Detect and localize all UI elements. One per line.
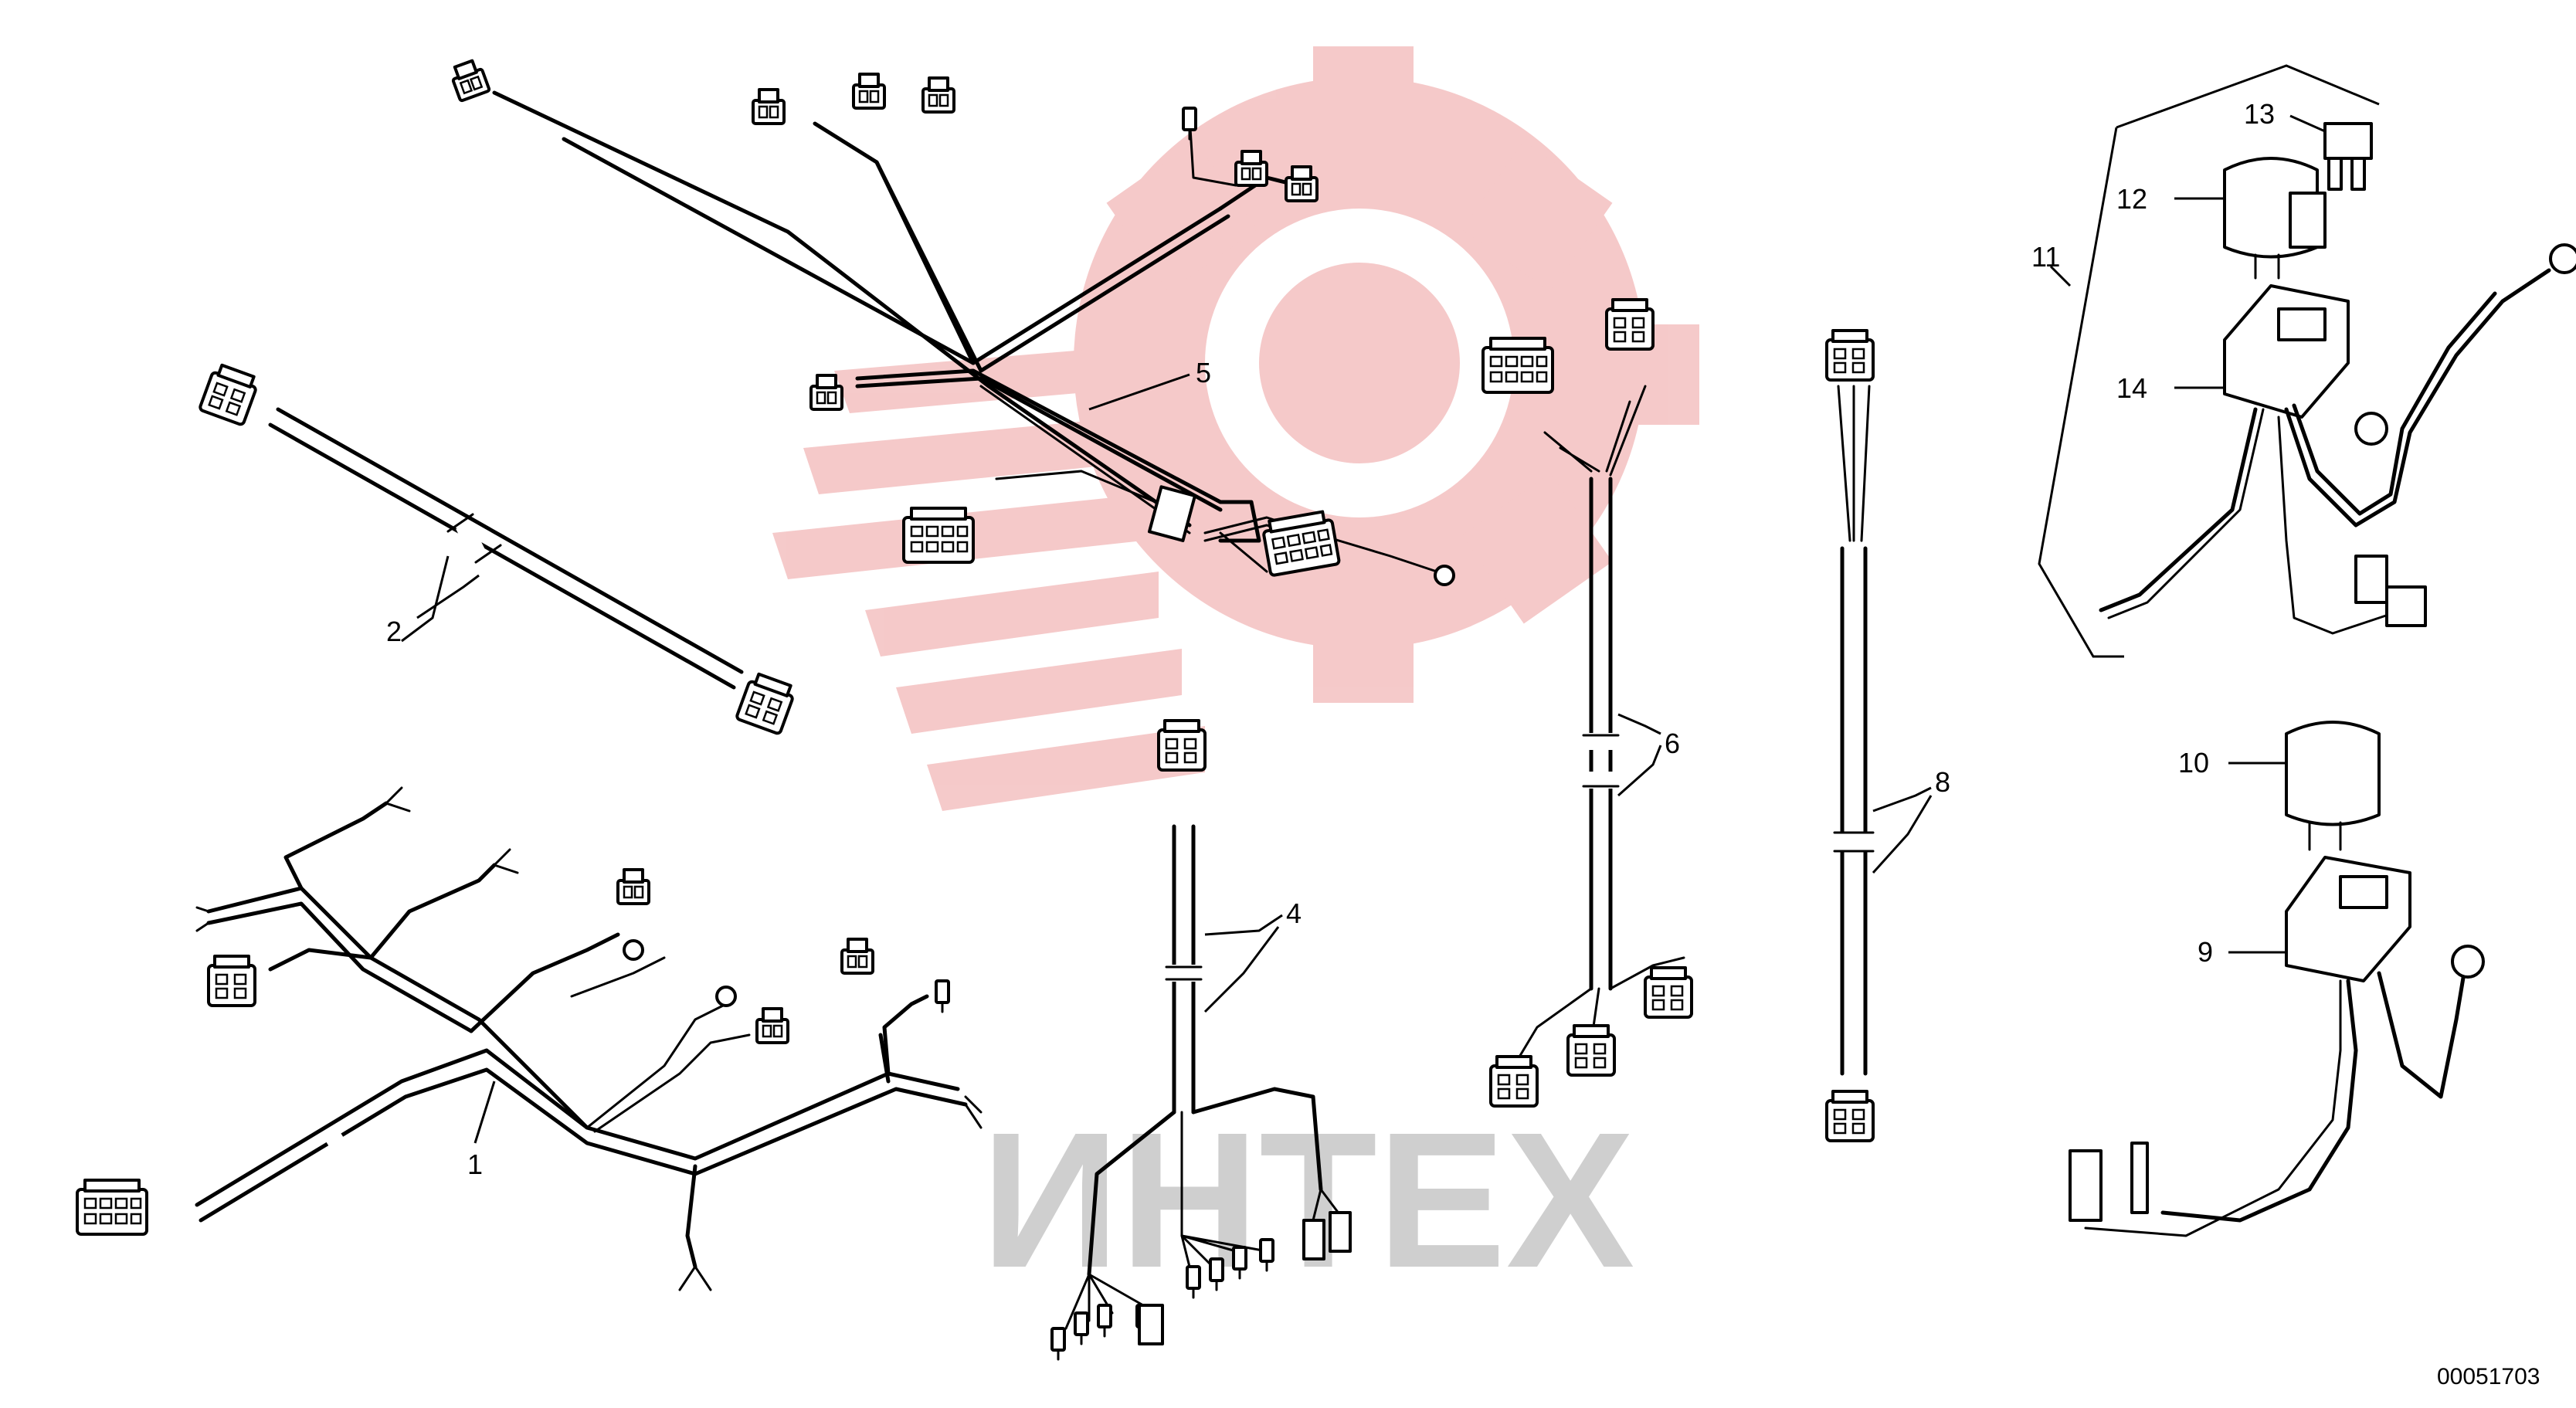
callout-2: 2 [386, 616, 402, 647]
harness-part-8: 8 [1825, 329, 1950, 1142]
harness-part-4: 4 [1050, 719, 1352, 1361]
harness-part-2: 2 [197, 361, 799, 736]
fuse-part-13: 13 [2244, 98, 2373, 191]
callout-5: 5 [1196, 357, 1211, 388]
relay-part-12: 12 [2116, 157, 2327, 280]
harness-part-5: 5 [447, 56, 1455, 586]
relay-socket-part-14: 14 [2099, 243, 2576, 635]
harness-part-1: 1 [76, 786, 983, 1291]
callout-13: 13 [2244, 98, 2275, 130]
callout-1: 1 [467, 1148, 483, 1180]
relay-socket-part-9: 9 [2069, 856, 2485, 1237]
watermark-gear-logo [772, 46, 1699, 811]
callout-12: 12 [2116, 183, 2147, 215]
harness-part-6: 6 [1481, 298, 1693, 1108]
callout-11: 11 [2031, 241, 2060, 273]
callout-14: 14 [2116, 372, 2147, 404]
callout-4: 4 [1286, 897, 1302, 929]
watermark-text: ИНТЕХ [981, 1092, 1634, 1308]
drawing-code: 00051703 [2437, 1364, 2540, 1389]
callout-10: 10 [2178, 747, 2209, 779]
callout-8: 8 [1935, 766, 1950, 798]
relay-part-10: 10 [2178, 721, 2381, 851]
callout-9: 9 [2198, 936, 2213, 968]
callout-6: 6 [1665, 728, 1680, 759]
kit-part-11: 11 [2031, 64, 2380, 658]
